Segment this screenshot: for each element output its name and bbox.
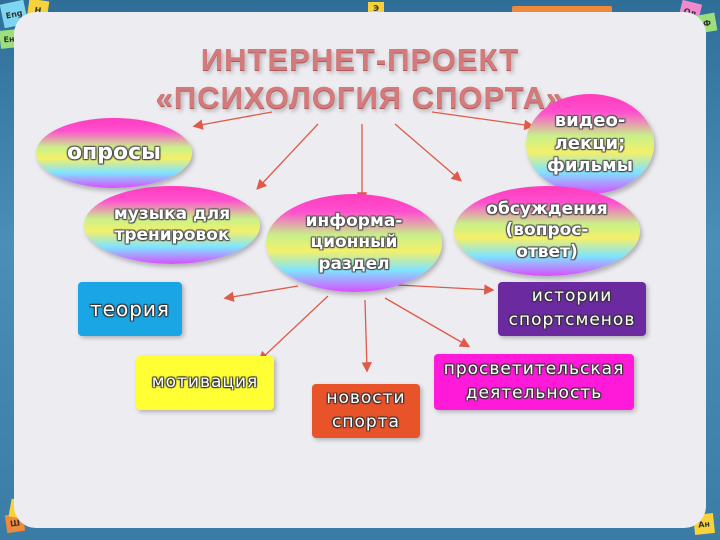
- node-obsuzhdenia: обсуждения (вопрос- ответ): [454, 186, 640, 276]
- decor-tile-top-center: Э: [368, 2, 384, 14]
- title-line-2: «ПСИХОЛОГИЯ СПОРТА»: [155, 80, 565, 115]
- box-istorii: истории спортсменов: [498, 282, 646, 336]
- arrow-to-video: [431, 111, 535, 131]
- node-info: информа- ционный раздел: [266, 194, 442, 292]
- node-oprosy: опросы: [36, 118, 192, 188]
- arrow-to-muzyka: [256, 123, 319, 190]
- arrow-to-novosti: [361, 299, 372, 373]
- arrow-to-prosvet: [384, 297, 471, 348]
- box-teoria: теория: [78, 282, 182, 336]
- arrow-to-motivacia: [258, 295, 329, 362]
- node-muzyka: музыка для тренировок: [84, 186, 260, 264]
- box-motivacia: мотивация: [136, 356, 274, 410]
- node-video: видео- лекци; фильмы: [526, 94, 654, 194]
- box-novosti: новости спорта: [312, 384, 420, 438]
- arrow-to-istorii: [397, 284, 495, 295]
- title-line-1: ИНТЕРНЕТ-ПРОЕКТ: [200, 42, 520, 77]
- arrow-to-teoria: [223, 285, 299, 302]
- arrow-to-oprosy: [192, 111, 273, 130]
- box-prosvet: просветительская деятельность: [434, 354, 634, 410]
- arrow-to-obsuzhdenia: [394, 123, 462, 182]
